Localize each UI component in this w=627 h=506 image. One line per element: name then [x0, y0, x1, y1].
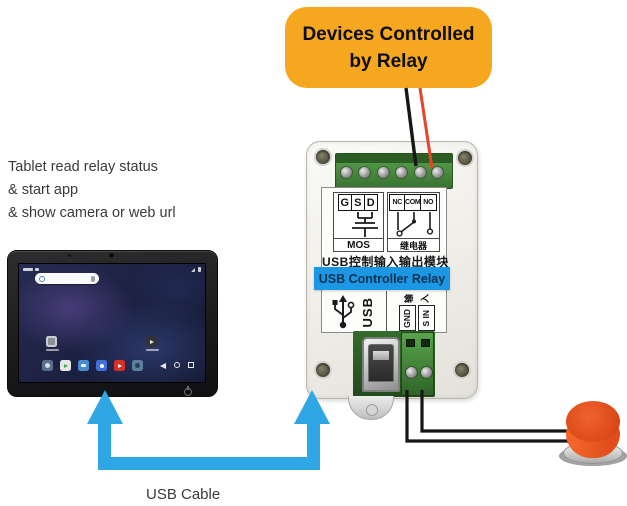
terminal-screw — [431, 166, 444, 179]
usb-cable-segment — [98, 457, 320, 470]
mic-icon — [91, 275, 95, 282]
usb-side: USB — [322, 291, 386, 333]
dock-app-icon-4 — [96, 360, 107, 371]
dock-app-icon-5 — [114, 360, 125, 371]
wire-hole — [406, 339, 415, 347]
mos-pin-row: G S D — [334, 194, 383, 211]
mount-hole — [314, 148, 332, 166]
dock-app-icon-1 — [42, 360, 53, 371]
annotation-line-1: Tablet read relay status — [8, 159, 158, 175]
nav-recents-icon — [188, 362, 194, 368]
button-wire-2 — [420, 390, 574, 433]
light-sensor-icon — [68, 254, 71, 257]
battery-icon — [198, 267, 201, 272]
usb-cable-arrow-left — [87, 390, 123, 424]
terminal-screw — [358, 166, 371, 179]
mosfet-symbol — [352, 212, 378, 237]
home-shortcut-2 — [146, 336, 159, 351]
io-label-area: USB 输 入 GND S IN — [322, 291, 446, 333]
relay-section: NC COM NO 继电器 — [387, 192, 440, 252]
google-search-bar — [35, 273, 99, 284]
camera-icon — [109, 253, 114, 258]
power-icon — [184, 386, 192, 396]
mount-hole — [456, 149, 474, 167]
play-icon — [149, 339, 154, 344]
nav-back-icon — [160, 363, 166, 369]
input-side: 输 入 GND S IN — [386, 291, 446, 333]
terminal-screw — [339, 166, 353, 179]
module-title-cn: USB控制输入输出模块 — [322, 255, 449, 269]
wifi-icon — [191, 268, 195, 272]
terminal-screw — [404, 366, 418, 379]
dock-app-icon-6 — [132, 360, 143, 371]
terminal-screw — [376, 166, 390, 179]
play-store-icon — [63, 363, 68, 368]
android-tablet — [7, 250, 218, 397]
pin-d: D — [363, 194, 378, 211]
input-terminal-block — [401, 332, 434, 396]
dock-app-icon-2 — [60, 360, 71, 371]
terminal-screw — [395, 166, 408, 179]
usb-cable-arrow-right — [294, 390, 330, 424]
mos-label: MOS — [333, 238, 384, 252]
sin-box: S IN — [417, 305, 435, 331]
tablet-annotation: Tablet read relay status & start app & s… — [8, 156, 248, 225]
app-label — [46, 349, 59, 351]
relay-pin-row: NC COM NO — [388, 194, 439, 211]
relay-contact-symbol — [396, 212, 434, 237]
youtube-icon — [117, 363, 122, 368]
annotation-line-2: & start app — [8, 182, 79, 198]
camera-app-icon — [135, 363, 140, 368]
usb-b-socket — [368, 344, 394, 382]
tablet-screen — [18, 263, 206, 383]
usb-cable-label: USB Cable — [146, 486, 221, 503]
usb-controller-relay-banner: USB Controller Relay — [314, 267, 450, 290]
callout-line-2: by Relay — [349, 50, 428, 72]
callout-line-1: Devices Controlled — [302, 23, 475, 45]
google-g-icon — [39, 275, 45, 282]
mount-hole — [453, 361, 471, 379]
app-icon — [146, 336, 157, 347]
terminal-screw — [413, 166, 427, 179]
mount-hole — [314, 361, 332, 379]
relay-output-wire-black — [404, 87, 418, 167]
status-clock — [23, 268, 33, 271]
notification-icon — [35, 268, 39, 271]
gnd-box: GND — [398, 305, 416, 331]
annotation-line-3: & show camera or web url — [8, 205, 176, 221]
usb-relay-module: G S D MOS NC COM NO — [306, 141, 478, 420]
usb-trident-icon — [332, 295, 355, 329]
app-glyph — [45, 363, 50, 368]
app-label — [146, 349, 159, 351]
nav-home-icon — [174, 362, 180, 368]
usb-cable-segment — [307, 423, 320, 470]
module-label-panel: G S D MOS NC COM NO — [321, 187, 449, 333]
mos-section: G S D MOS — [333, 192, 384, 252]
pin-no: NO — [419, 194, 437, 211]
dock-app-icon-3 — [78, 360, 89, 371]
home-shortcut-1 — [46, 336, 59, 351]
output-terminal-block — [335, 153, 453, 189]
terminal-screw — [419, 366, 433, 379]
app-glyph — [81, 363, 86, 368]
devices-controlled-callout: Devices Controlled by Relay — [285, 7, 492, 88]
usb-b-port — [362, 337, 400, 392]
relay-label-cn: 继电器 — [387, 238, 440, 252]
wire-hole — [421, 339, 430, 347]
app-icon — [46, 336, 57, 347]
contacts-icon — [99, 363, 104, 368]
button-wire-1 — [405, 390, 576, 443]
input-pin-boxes: GND S IN — [398, 305, 435, 331]
relay-output-wire-red — [418, 87, 434, 169]
push-button — [566, 401, 620, 442]
